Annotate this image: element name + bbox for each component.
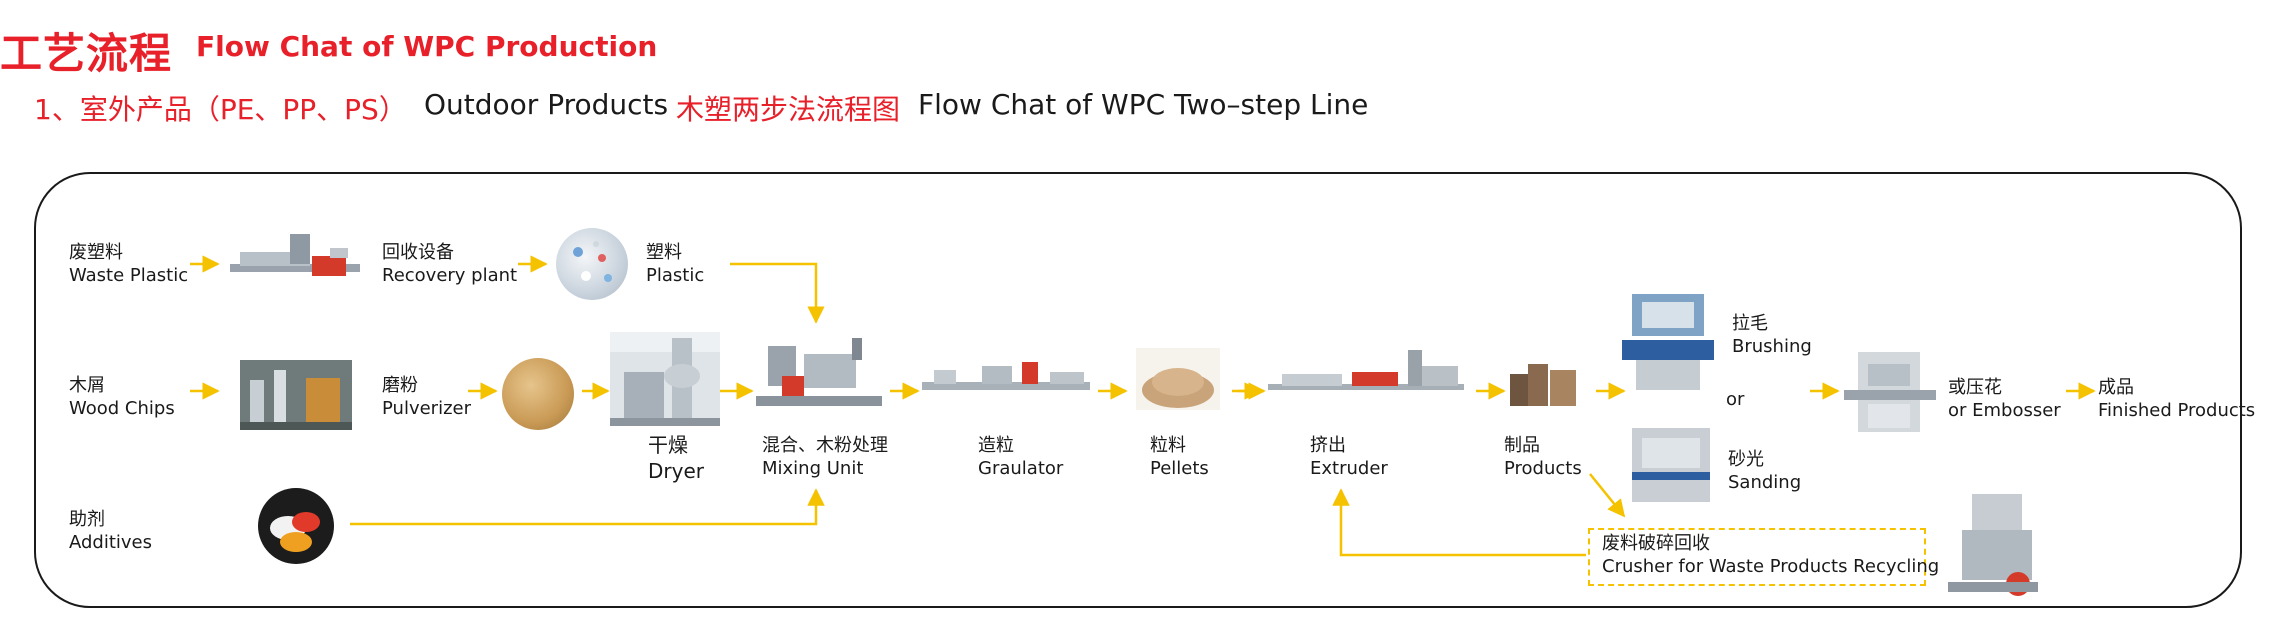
crusher-en: Crusher for Waste Products Recycling [1602, 556, 1940, 577]
pellets-image [1136, 348, 1220, 410]
recovery-machine-image [230, 226, 360, 288]
plastic-cn: 塑料 [646, 242, 682, 263]
additives-image [258, 488, 334, 564]
sanding-en: Sanding [1728, 472, 1802, 493]
wood-chips-en: Wood Chips [69, 398, 175, 419]
subtitle-twostep-line: Flow Chat of WPC Two–step Line [918, 88, 1369, 121]
extruder-image [1268, 344, 1464, 414]
waste-plastic-en: Waste Plastic [69, 265, 189, 286]
subtitle-cn-prefix: 1、室外产品（PE、PP、PS） [34, 93, 407, 126]
extruder-en: Extruder [1310, 458, 1388, 479]
dryer-cn: 干燥 [648, 433, 688, 457]
granulator-image [922, 352, 1090, 408]
finished-en: Finished Products [2098, 400, 2256, 421]
finished-cn: 成品 [2098, 377, 2134, 398]
pellets-cn: 粒料 [1150, 435, 1186, 456]
node-recovery-plant: 回收设备 Recovery plant [382, 241, 517, 287]
recovery-plant-en: Recovery plant [382, 265, 518, 286]
node-dryer: 干燥 Dryer [648, 432, 704, 484]
subtitle-cn-twostep: 木塑两步法流程图 [676, 93, 901, 126]
subtitle-outdoor-products: Outdoor Products [424, 88, 669, 121]
dryer-image [610, 332, 720, 426]
node-additives: 助剂 Additives [69, 508, 152, 554]
mixing-en: Mixing Unit [762, 458, 864, 479]
brushing-en: Brushing [1732, 336, 1812, 357]
flowchart-frame [34, 172, 2242, 608]
pellets-en: Pellets [1150, 458, 1209, 479]
brushing-machine-image [1618, 286, 1718, 394]
dryer-en: Dryer [648, 459, 704, 483]
crusher-label-box [1588, 528, 1926, 586]
mixing-cn: 混合、木粉处理 [762, 435, 888, 456]
node-pulverizer: 磨粉 Pulverizer [382, 374, 471, 420]
page-title-chinese: 工艺流程 [0, 29, 173, 78]
additives-cn: 助剂 [69, 509, 105, 530]
plastic-en: Plastic [646, 265, 705, 286]
node-products: 制品 Products [1504, 434, 1582, 480]
pulverizer-en: Pulverizer [382, 398, 471, 419]
pulverizer-cn: 磨粉 [382, 375, 418, 396]
node-finished-products: 成品 Finished Products [2098, 376, 2255, 422]
node-pellets: 粒料 Pellets [1150, 434, 1209, 480]
node-wood-chips: 木屑 Wood Chips [69, 374, 175, 420]
crusher-machine-image [1942, 490, 2044, 598]
node-extruder: 挤出 Extruder [1310, 434, 1388, 480]
products-image [1506, 358, 1580, 408]
node-waste-plastic: 废塑料 Waste Plastic [69, 241, 188, 287]
recovery-plant-cn: 回收设备 [382, 242, 454, 263]
node-brushing: 拉毛 Brushing [1732, 312, 1812, 358]
products-en: Products [1504, 458, 1582, 479]
page-title-english: Flow Chat of WPC Production [196, 30, 658, 63]
waste-plastic-cn: 废塑料 [69, 242, 123, 263]
granulator-en: Graulator [978, 458, 1064, 479]
extruder-cn: 挤出 [1310, 435, 1346, 456]
wood-chips-machine-image [240, 360, 352, 430]
wood-chips-cn: 木屑 [69, 375, 105, 396]
additives-en: Additives [69, 532, 153, 553]
mixing-unit-image [756, 334, 882, 410]
or-connector-text: or [1726, 389, 1745, 410]
granulator-cn: 造粒 [978, 435, 1014, 456]
wood-powder-image [502, 358, 574, 430]
node-plastic: 塑料 Plastic [646, 241, 704, 287]
embosser-cn: 或压花 [1948, 377, 2002, 398]
crusher-cn: 废料破碎回收 [1602, 533, 1710, 554]
embosser-machine-image [1838, 346, 1942, 438]
node-sanding: 砂光 Sanding [1728, 448, 1801, 494]
brushing-cn: 拉毛 [1732, 313, 1768, 334]
node-mixing-unit: 混合、木粉处理 Mixing Unit [762, 434, 888, 480]
node-embosser: 或压花 or Embosser [1948, 376, 2061, 422]
embosser-en: or Embosser [1948, 400, 2061, 421]
products-cn: 制品 [1504, 435, 1540, 456]
sanding-machine-image [1628, 424, 1714, 506]
node-granulator: 造粒 Graulator [978, 434, 1063, 480]
sanding-cn: 砂光 [1728, 449, 1764, 470]
plastic-flakes-image [556, 228, 628, 300]
node-crusher: 废料破碎回收 Crusher for Waste Products Recycl… [1602, 532, 1939, 578]
